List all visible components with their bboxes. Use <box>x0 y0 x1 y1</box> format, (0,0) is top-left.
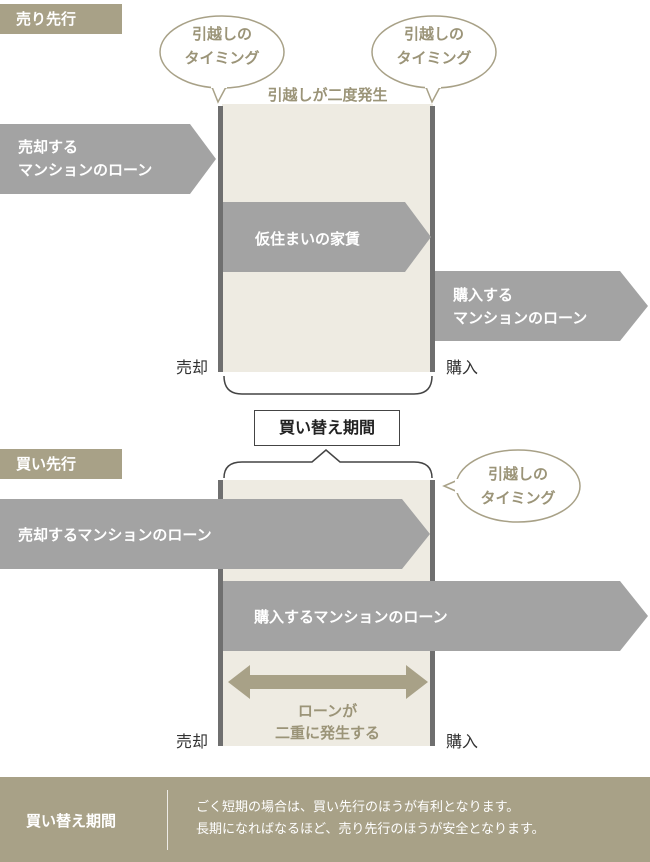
buy-loan-line1: 購入する <box>453 286 514 304</box>
bubble-buy-first-line1: 引越しの <box>487 465 548 483</box>
footer-title: 買い替え期間 <box>26 812 117 830</box>
sell-loan-line1: 売却する <box>18 138 79 156</box>
period-bracket-bottom <box>223 449 433 479</box>
sell-loan-arrow <box>0 124 216 194</box>
double-loan-arrow <box>228 665 428 699</box>
sell-label-1: 売却 <box>176 358 209 377</box>
buy-loan-arrow <box>435 271 648 341</box>
temp-rent-text: 仮住まいの家賃 <box>255 230 361 248</box>
bubble-right-line2: タイミング <box>396 49 472 67</box>
sell-first-tab-label: 売り先行 <box>16 10 77 28</box>
sell-first-tab: 売り先行 <box>0 4 122 34</box>
double-loan-line1: ローンが <box>297 702 358 720</box>
footer-line-2: 長期になればなるほど、売り先行のほうが安全となります。 <box>196 822 545 837</box>
buy-line-right <box>430 106 435 372</box>
bubble-right-line1: 引越しの <box>403 25 464 43</box>
footer-panel <box>0 777 650 862</box>
bubble-left-shape <box>159 15 285 104</box>
buy-label-1: 購入 <box>446 358 479 377</box>
bubble-buy-first-text: 引越しの タイミング <box>456 462 580 510</box>
buy-loan-line2: マンションのローン <box>453 309 588 327</box>
period-bracket-top <box>223 375 433 395</box>
bubble-buy-first-line2: タイミング <box>480 489 556 507</box>
bubble-left-line1: 引越しの <box>191 25 252 43</box>
footer-separator <box>167 790 168 850</box>
period-box-label: 買い替え期間 <box>278 418 375 437</box>
sell-loan-text-2: 売却するマンションのローン <box>18 526 212 544</box>
sell-loan-text: 売却する マンションのローン <box>18 136 152 182</box>
sell-loan-line2: マンションのローン <box>18 161 153 179</box>
buy-loan-arrow-2 <box>223 581 648 651</box>
bubble-left-line2: タイミング <box>184 49 260 67</box>
sell-loan-arrow-2 <box>0 499 430 569</box>
double-loan-text: ローンが 二重に発生する <box>222 700 433 744</box>
bubble-left-text: 引越しの タイミング <box>160 22 284 70</box>
sell-label-2: 売却 <box>176 732 209 751</box>
footer-description: ごく短期の場合は、買い先行のほうが有利となります。 長期になればなるほど、売り先… <box>196 797 545 841</box>
temp-rent-arrow <box>223 202 431 272</box>
buy-first-tab-label: 買い先行 <box>16 455 77 473</box>
buy-label-2: 購入 <box>446 732 479 751</box>
footer-line-1: ごく短期の場合は、買い先行のほうが有利となります。 <box>196 800 520 815</box>
buy-loan-text: 購入する マンションのローン <box>453 284 587 330</box>
bubble-buy-first-shape <box>442 449 581 523</box>
sell-line-left <box>218 106 223 372</box>
double-loan-line2: 二重に発生する <box>274 724 380 742</box>
bubble-right-shape <box>371 15 497 104</box>
period-box: 買い替え期間 <box>254 410 400 446</box>
sell-line-left-2 <box>218 480 223 746</box>
buy-loan-text-2: 購入するマンションのローン <box>254 608 448 626</box>
bubble-right-text: 引越しの タイミング <box>372 22 496 70</box>
buy-first-tab: 買い先行 <box>0 449 122 479</box>
double-move-caption: 引越しが二度発生 <box>267 86 388 104</box>
